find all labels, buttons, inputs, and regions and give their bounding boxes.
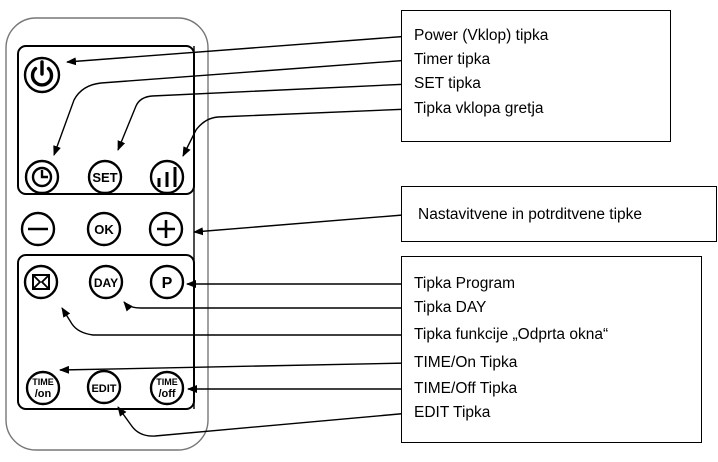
label-timer: Timer tipka (414, 51, 491, 68)
plus-button[interactable] (148, 211, 184, 247)
leader-power (66, 35, 411, 66)
time-off-label-bottom: /off (158, 388, 175, 400)
heat-button[interactable] (149, 159, 185, 195)
label-heat: Tipka vklopa gretja (414, 100, 544, 117)
ok-button[interactable]: OK (86, 211, 122, 247)
leader-heat (182, 108, 411, 157)
power-button[interactable] (23, 56, 61, 94)
time-on-label-bottom: /on (35, 388, 52, 400)
leader-lines (53, 35, 411, 437)
adjust-label-box (401, 186, 717, 242)
time-on-button[interactable]: TIME /on (25, 370, 61, 406)
label-time-on: TIME/On Tipka (414, 354, 518, 371)
power-icon (30, 60, 54, 87)
label-time-off: TIME/Off Tipka (414, 380, 518, 397)
leader-set (117, 83, 411, 151)
leader-day (123, 301, 410, 312)
day-button-label: DAY (94, 276, 118, 290)
leader-time-on (59, 362, 411, 374)
program-button[interactable]: P (149, 264, 185, 300)
clock-icon (31, 166, 53, 188)
set-button[interactable]: SET (87, 159, 123, 195)
leader-timer (53, 59, 411, 156)
window-button[interactable] (23, 264, 59, 300)
minus-button[interactable] (20, 211, 56, 247)
label-adjust: Nastavitvene in potrditvene tipke (418, 206, 643, 223)
leader-edit (117, 406, 411, 437)
label-window: Tipka funkcije „Odprta okna“ (414, 326, 609, 343)
time-on-label-top: TIME (32, 377, 54, 387)
open-window-icon (32, 274, 50, 290)
edit-button-label: EDIT (91, 383, 116, 395)
top-labels-box (401, 10, 671, 142)
set-button-label: SET (92, 170, 117, 185)
leader-adjust (193, 214, 404, 236)
program-button-label: P (162, 275, 173, 292)
leader-window (61, 307, 410, 336)
label-program: Tipka Program (414, 275, 516, 292)
time-off-button[interactable]: TIME /off (149, 370, 185, 406)
ok-button-label: OK (94, 222, 114, 237)
time-off-label-top: TIME (156, 377, 178, 387)
edit-button[interactable]: EDIT (86, 369, 122, 405)
label-day: Tipka DAY (414, 299, 487, 316)
timer-button[interactable] (24, 159, 60, 195)
bottom-labels-box (401, 256, 702, 443)
label-edit: EDIT Tipka (414, 404, 491, 421)
day-button[interactable]: DAY (88, 264, 124, 300)
label-set: SET tipka (414, 75, 481, 92)
plus-icon (157, 220, 175, 238)
label-power: Power (Vklop) tipka (414, 27, 549, 44)
heating-bars-icon (157, 167, 177, 187)
